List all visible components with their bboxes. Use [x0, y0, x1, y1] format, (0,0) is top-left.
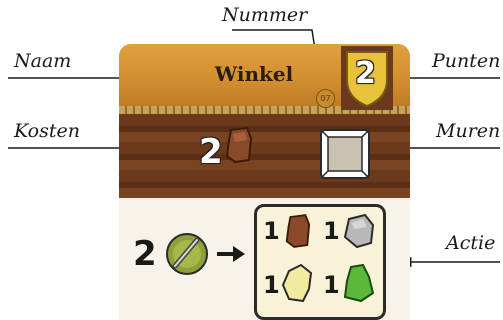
yellow-resource-icon: [281, 263, 313, 303]
brown-resource-icon: [285, 214, 311, 248]
action-count: 2: [133, 234, 157, 274]
building-card: Winkel 2 07 2 2 1: [119, 44, 410, 320]
label-naam: Naam: [14, 50, 72, 72]
card-title: Winkel: [214, 62, 294, 86]
card-number-badge: 07: [316, 89, 335, 108]
rope-decoration: [119, 106, 410, 114]
brown-resource-cost-icon: [225, 126, 253, 164]
resource-count: 1: [263, 271, 280, 299]
resource-box: 1 1 1 1: [254, 204, 386, 320]
arrow-right-icon: [217, 246, 245, 262]
label-nummer: Nummer: [222, 4, 308, 26]
wall-frame-icon: [320, 129, 370, 179]
label-kosten: Kosten: [14, 120, 80, 142]
points-shield-icon: [341, 46, 393, 110]
resource-count: 1: [323, 271, 340, 299]
points-value: 2: [355, 56, 376, 91]
label-punten: Punten: [432, 50, 501, 72]
resource-count: 1: [263, 217, 280, 245]
cost-value: 2: [199, 132, 223, 172]
tool-token-icon: [166, 233, 208, 275]
label-muren: Muren: [436, 120, 501, 142]
resource-count: 1: [323, 217, 340, 245]
label-actie: Actie: [446, 232, 496, 254]
grey-stone-icon: [343, 213, 375, 249]
action-area: 2 1 1 1: [119, 198, 410, 320]
green-resource-icon: [343, 263, 375, 303]
